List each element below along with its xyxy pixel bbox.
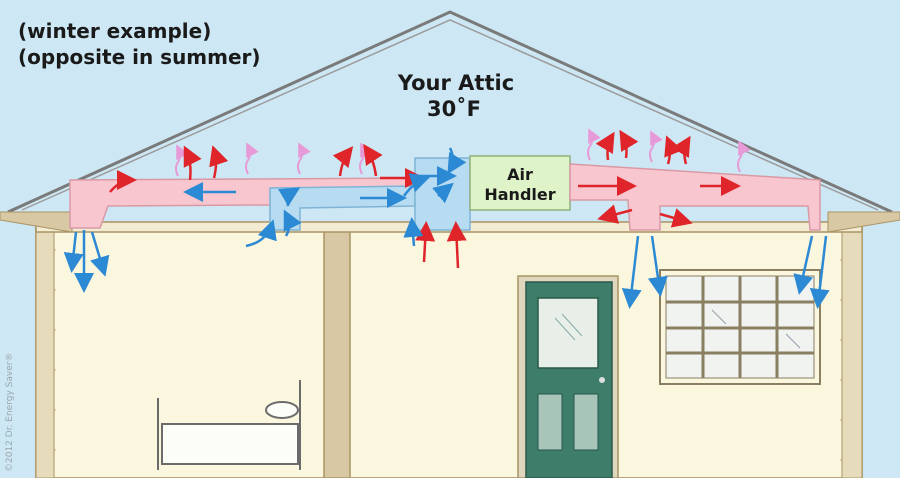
air-handler-label-line-1: Air — [507, 165, 533, 184]
air-handler-label-line-2: Handler — [484, 185, 555, 204]
attic-space — [14, 14, 884, 212]
window — [659, 269, 821, 385]
attic-temperature: 30˚F — [427, 97, 481, 121]
return-plenum — [414, 157, 471, 231]
attic-title: Your Attic — [397, 71, 514, 95]
cold-air-arrows — [63, 147, 830, 309]
bed — [157, 380, 301, 470]
left-eave — [0, 211, 73, 233]
roof-underside — [21, 19, 879, 211]
caption-line-1: (winter example) — [18, 19, 211, 43]
caption-line-2: (opposite in summer) — [18, 45, 261, 69]
right-eave — [827, 211, 900, 233]
front-door — [517, 275, 619, 478]
warm-air-arrows — [109, 129, 741, 269]
right-wall-post — [841, 227, 863, 478]
left-wall-post — [35, 227, 55, 478]
interior-wall-post — [323, 227, 351, 478]
copyright-notice: ©2012 Dr. Energy Saver® — [5, 353, 15, 472]
